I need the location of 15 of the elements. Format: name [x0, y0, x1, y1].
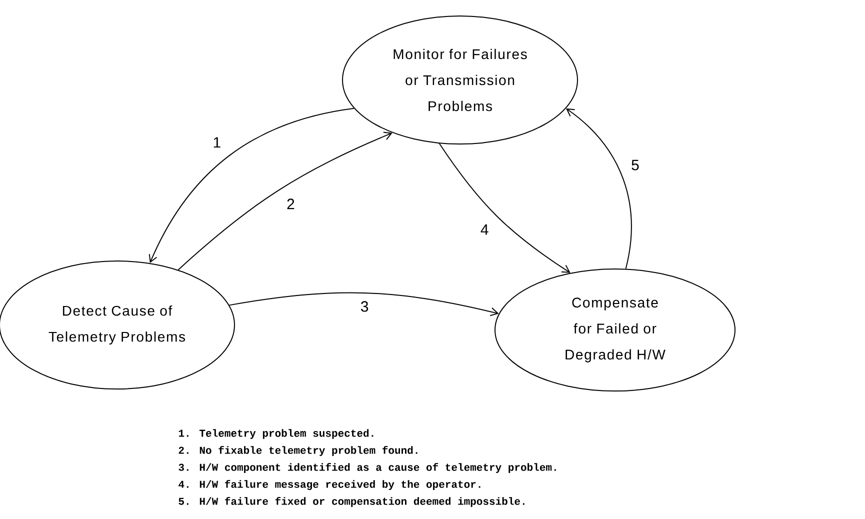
edge-label: 4 — [480, 224, 488, 235]
arrow — [566, 108, 632, 270]
arrow — [148, 108, 355, 264]
arrow — [228, 292, 499, 316]
note-text: 5. H/W failure fixed or compensation deemed impossible. — [178, 497, 524, 507]
note-text: 2. No fixable telemetry problem found. — [178, 446, 418, 456]
edge-label: 5 — [632, 160, 639, 170]
note-text: 4. H/W failure message received by the operator. — [178, 480, 480, 490]
arrow — [438, 143, 570, 273]
arrow — [178, 132, 392, 270]
edge-label: 3 — [360, 301, 368, 312]
edge-label: 1 — [214, 137, 220, 148]
note-text: 1. Telemetry problem suspected. — [178, 429, 374, 439]
note-text: 3. H/W component identified as a cause of telemetry problem. — [178, 463, 556, 473]
edge-label: 2 — [287, 198, 294, 210]
